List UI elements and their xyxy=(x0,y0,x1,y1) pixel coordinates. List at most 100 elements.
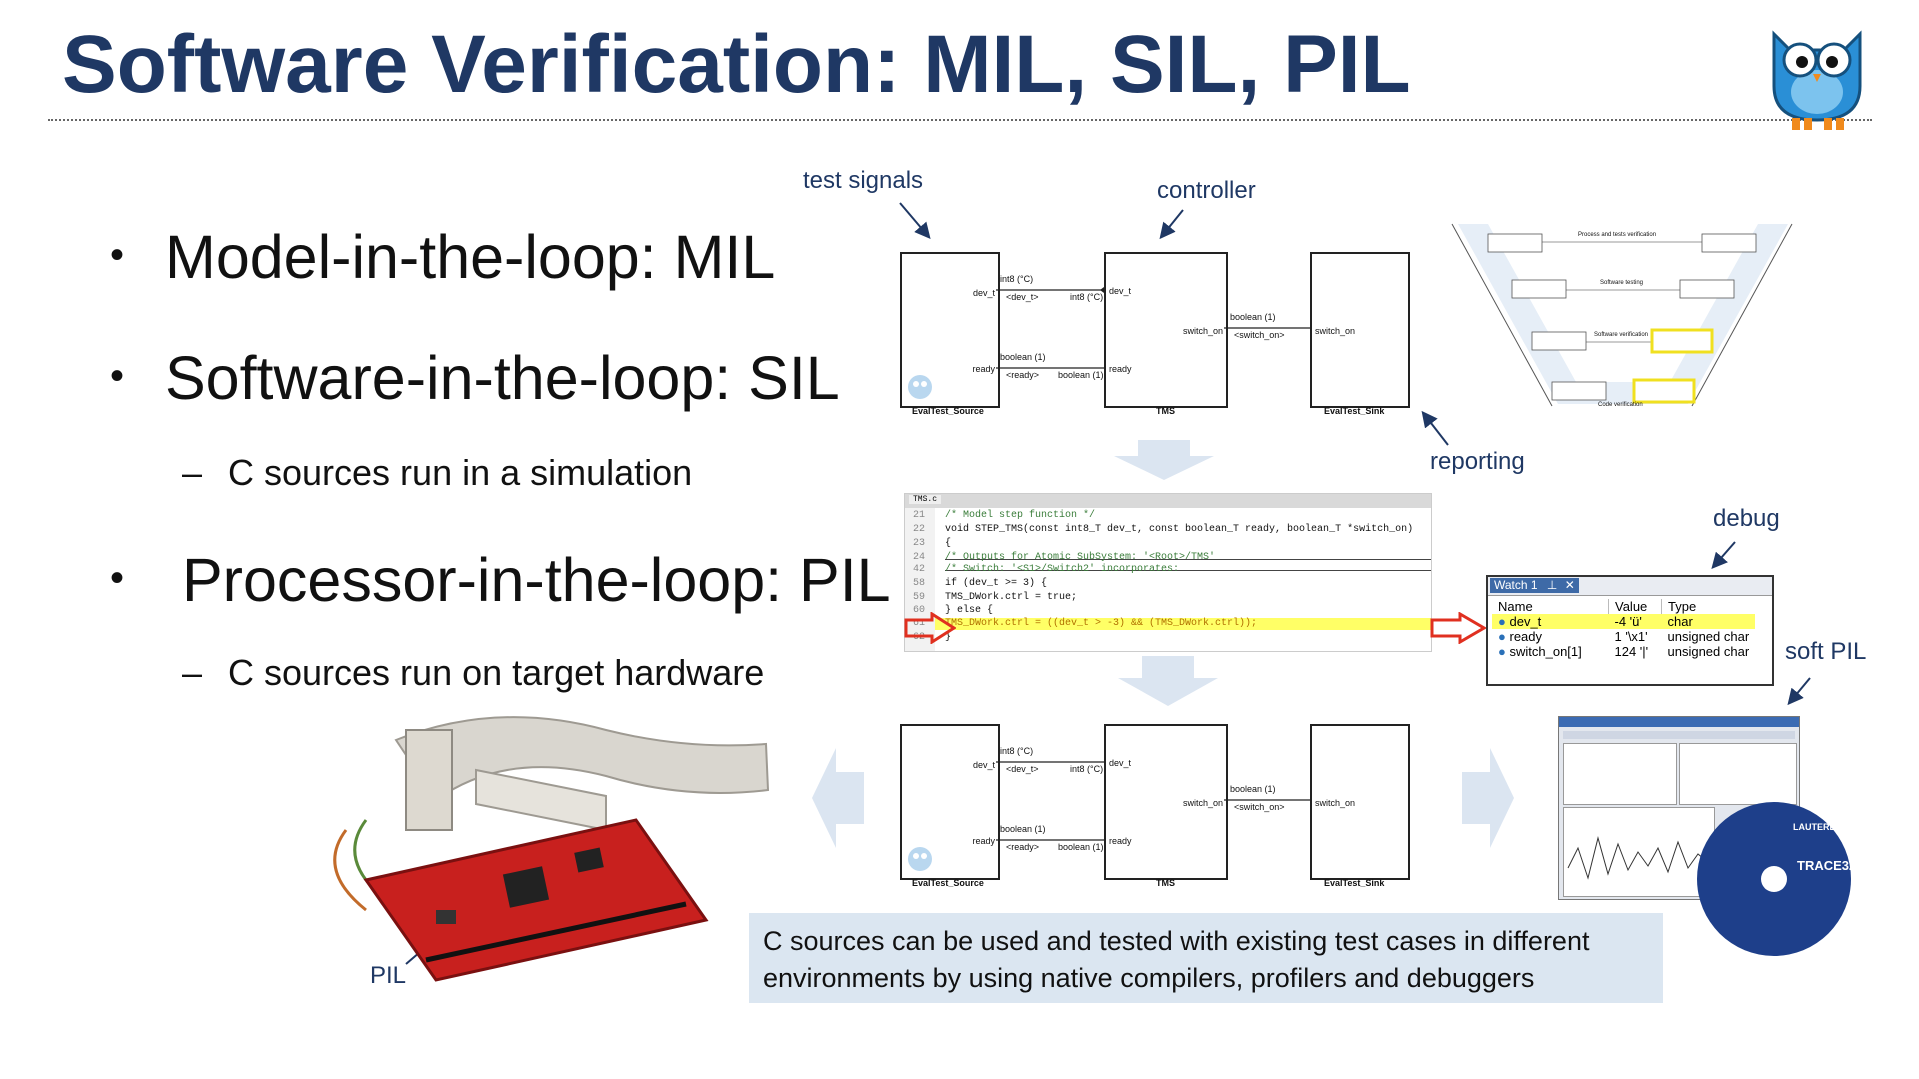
sub-bullet-sil: C sources run in a simulation xyxy=(228,452,693,493)
line-number: 23 xyxy=(913,538,926,549)
signal-label: boolean (1) xyxy=(1058,842,1104,852)
pin-icon[interactable]: ⊥ xyxy=(1546,578,1558,592)
port-label: switch_on xyxy=(1315,326,1356,336)
v-model-diagram: Process and tests verification Software … xyxy=(1448,222,1796,412)
sink-block[interactable]: switch_on xyxy=(1310,724,1410,880)
line-number: 21 xyxy=(913,510,926,521)
debugger-toolbar xyxy=(1563,731,1795,739)
debugger-plot-pane xyxy=(1563,807,1715,897)
signal-label: boolean (1) xyxy=(1000,352,1046,362)
signal-label: <ready> xyxy=(1006,370,1040,380)
code-line: /* Model step function */ xyxy=(945,510,1096,521)
signal-label: int8 (°C) xyxy=(1070,764,1104,774)
block-name: EvalTest_Sink xyxy=(1324,878,1385,888)
owl-small-icon xyxy=(908,375,932,399)
debugger-code-pane xyxy=(1563,743,1677,805)
bullet-marker: • xyxy=(110,354,125,398)
watch-row-type: char xyxy=(1667,614,1693,629)
disc-hole xyxy=(1761,866,1787,892)
code-line: } xyxy=(945,632,952,643)
flow-arrow-down-icon xyxy=(1118,656,1218,706)
source-block[interactable]: dev_t ready xyxy=(900,252,1000,408)
port-label: ready xyxy=(1109,836,1132,846)
bullet-marker: • xyxy=(110,556,125,600)
watch-header-name[interactable]: Name xyxy=(1492,599,1609,614)
port-label: dev_t xyxy=(1109,758,1132,768)
v-model-link-label: Software testing xyxy=(1600,280,1644,286)
variable-icon: ● xyxy=(1498,629,1506,644)
signal-label: boolean (1) xyxy=(1000,824,1046,834)
label-controller: controller xyxy=(1157,177,1256,204)
watch-tab[interactable]: Watch 1 ⊥ ✕ xyxy=(1490,578,1579,593)
watch-header-row: Name Value Type xyxy=(1492,599,1755,614)
editor-tab[interactable]: TMS.c xyxy=(909,495,942,504)
watch-row-type: unsigned char xyxy=(1667,644,1750,659)
code-fold-line xyxy=(945,570,1431,571)
port-label: dev_t xyxy=(1109,286,1132,296)
watch-row-value: 124 '|' xyxy=(1614,644,1649,659)
bullet-mil: Model-in-the-loop: MIL xyxy=(165,223,776,291)
trace32-disc: LAUTERBACH TRACE32 xyxy=(1697,802,1856,956)
line-number: 42 xyxy=(913,564,926,575)
variable-icon: ● xyxy=(1498,644,1506,659)
source-block[interactable]: dev_t ready xyxy=(900,724,1000,880)
debugger-screenshot xyxy=(1558,716,1800,900)
block-name: TMS xyxy=(1156,878,1175,888)
flow-arrow-right-icon xyxy=(1462,748,1514,848)
flow-arrow-left-icon xyxy=(812,748,864,848)
watch-row-value: -4 'ü' xyxy=(1614,614,1642,629)
label-debug: debug xyxy=(1713,505,1780,532)
sink-block[interactable]: switch_on xyxy=(1310,252,1410,408)
watch-tab-title: Watch 1 xyxy=(1494,578,1538,592)
line-number: 58 xyxy=(913,578,926,589)
watch-row[interactable]: ● ready 1 '\x1' unsigned char xyxy=(1492,629,1755,644)
block-name: EvalTest_Sink xyxy=(1324,406,1385,416)
waveform-graph xyxy=(1567,836,1711,880)
watch-row[interactable]: ● dev_t -4 'ü' char xyxy=(1492,614,1756,629)
port-label: dev_t xyxy=(972,760,995,770)
signal-label: <dev_t> xyxy=(1006,764,1039,774)
disc-product: TRACE32 xyxy=(1797,858,1857,873)
debugger-titlebar xyxy=(1559,717,1799,727)
line-gutter xyxy=(905,508,935,651)
signal-label: int8 (°C) xyxy=(1000,746,1034,756)
watch-header-type[interactable]: Type xyxy=(1668,599,1697,614)
tms-block[interactable]: dev_t ready switch_on xyxy=(1104,724,1228,880)
signal-label: boolean (1) xyxy=(1230,312,1276,322)
block-name: EvalTest_Source xyxy=(912,878,984,888)
variable-icon: ● xyxy=(1498,614,1506,629)
flow-arrow-down-icon xyxy=(1114,440,1214,480)
code-line: } else { xyxy=(945,605,994,616)
watch-tab-bar: Watch 1 ⊥ ✕ xyxy=(1488,577,1772,596)
watch-row-value: 1 '\x1' xyxy=(1614,629,1648,644)
watch-header-value[interactable]: Value xyxy=(1608,599,1662,614)
sub-bullet-marker: – xyxy=(182,452,203,493)
close-icon[interactable]: ✕ xyxy=(1564,578,1575,592)
bullet-sil: Software-in-the-loop: SIL xyxy=(165,344,840,412)
watch-row[interactable]: ● switch_on[1] 124 '|' unsigned char xyxy=(1492,644,1755,659)
v-model-link-label: Software verification xyxy=(1594,332,1649,338)
slide-title: Software Verification: MIL, SIL, PIL xyxy=(62,19,1411,110)
watch-row-name-cell: ● switch_on[1] xyxy=(1492,644,1609,659)
code-line: TMS_DWork.ctrl = true; xyxy=(945,592,1078,603)
tms-block[interactable]: dev_t ready switch_on xyxy=(1104,252,1228,408)
port-label: switch_on xyxy=(1182,798,1223,808)
code-line: { xyxy=(945,538,952,549)
watch-row-name: ready xyxy=(1509,629,1543,644)
code-line: TMS_DWork.ctrl = ((dev_t > -3) && (TMS_D… xyxy=(945,618,1258,629)
pil-hardware-board xyxy=(333,716,770,982)
port-label: ready xyxy=(1109,364,1132,374)
label-reporting: reporting xyxy=(1430,448,1525,475)
block-name: EvalTest_Source xyxy=(912,406,984,416)
simulink-model-bottom: dev_t ready EvalTest_Source dev_t ready … xyxy=(900,722,1410,892)
title-divider xyxy=(48,119,1872,121)
signal-label: <dev_t> xyxy=(1006,292,1039,302)
bullet-pil: Processor-in-the-loop: PIL xyxy=(182,546,891,614)
port-label: ready xyxy=(972,364,995,374)
signal-label: <switch_on> xyxy=(1234,802,1285,812)
simulink-model-top: dev_t ready EvalTest_Source dev_t ready … xyxy=(900,250,1410,420)
port-label: switch_on xyxy=(1315,798,1356,808)
v-model-link-label: Process and tests verification xyxy=(1578,232,1657,238)
code-line: /* Switch: '<S1>/Switch2' incorporates: xyxy=(945,564,1180,575)
caption-box: C sources can be used and tested with ex… xyxy=(749,913,1663,1003)
